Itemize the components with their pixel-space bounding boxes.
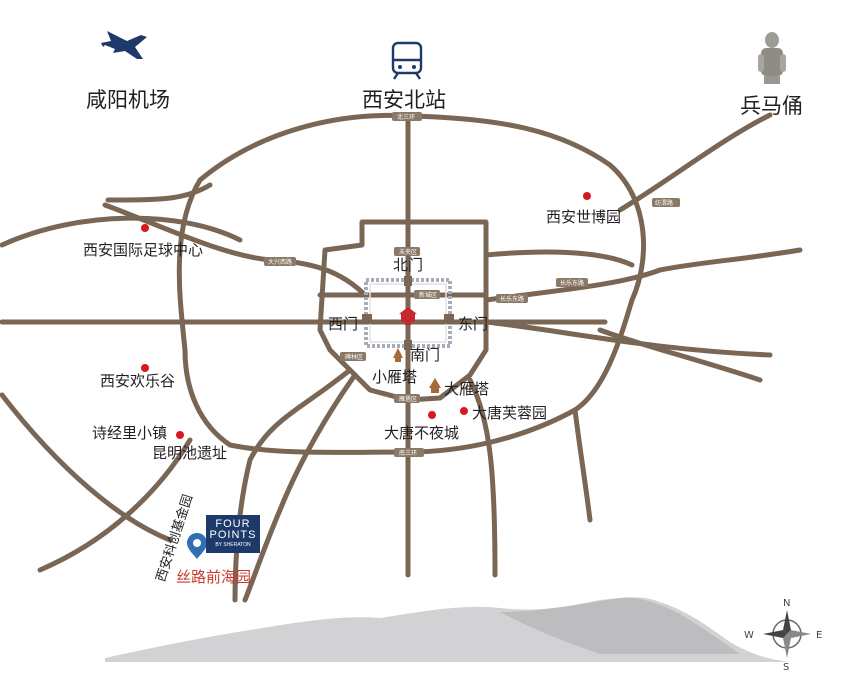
pagoda-icon-small-goose — [393, 348, 403, 362]
compass-e: E — [816, 630, 822, 641]
compass-s: S — [783, 662, 789, 673]
label-kunming-pool: 昆明池遗址 — [152, 444, 228, 462]
road-east-upper — [483, 247, 803, 303]
road-terracotta — [617, 112, 773, 213]
label-north-station: 西安北站 — [362, 88, 446, 112]
tag-fangyuan: 纺渭路 — [655, 199, 673, 207]
road-tags: 北三环 未央区 新城区 碑林区 雁塔区 南三环 长乐东路 长乐东路 大兴西路 纺… — [264, 112, 680, 457]
bell-tower-icon — [399, 307, 417, 325]
poi-dot-everbright — [428, 411, 436, 419]
road-south-east — [467, 377, 498, 578]
label-football-center: 西安国际足球中心 — [83, 241, 204, 259]
label-everbright-city: 大唐不夜城 — [384, 424, 460, 442]
road-south-west-1 — [242, 372, 358, 603]
road-southwest-long — [37, 437, 193, 573]
train-icon — [391, 41, 423, 80]
tag-weiyang: 未央区 — [399, 248, 417, 256]
label-south-gate: 南门 — [410, 346, 441, 364]
gate-marker-north — [404, 276, 412, 286]
road-west-arc — [0, 215, 243, 248]
hotel-logo-box: FOUR POINTS BY SHERATON — [206, 515, 260, 553]
airplane-icon — [101, 31, 147, 59]
road-west-bend — [0, 392, 173, 543]
poi-dot-furong — [460, 407, 468, 415]
mountain-shade — [500, 597, 740, 654]
tag-xincheng: 新城区 — [419, 291, 437, 299]
label-terracotta: 兵马俑 — [740, 94, 803, 118]
compass-n: N — [783, 598, 790, 609]
tag-yanta: 雁塔区 — [399, 395, 417, 403]
label-shijingli: 诗经里小镇 — [92, 424, 168, 442]
poi-dot-football — [141, 224, 149, 232]
road-east-curve — [597, 327, 763, 383]
road-southeast-2 — [572, 407, 593, 523]
tag-ring3-south: 南三环 — [399, 449, 417, 457]
label-airport: 咸阳机场 — [86, 88, 170, 112]
label-west-gate: 西门 — [328, 315, 359, 333]
hotel-pin-icon — [187, 533, 207, 559]
poi-dot-expo — [583, 192, 591, 200]
gate-marker-west — [362, 314, 372, 324]
tag-beilin: 碑林区 — [345, 353, 363, 361]
tag-daxing: 大兴西路 — [268, 258, 292, 266]
label-east-gate: 东门 — [458, 315, 489, 333]
road-northeast — [483, 249, 635, 268]
label-happy-valley: 西安欢乐谷 — [100, 372, 176, 390]
road-south-west-2 — [232, 367, 353, 603]
poi-dot-happy-valley — [141, 364, 149, 372]
tag-ring2-east: 长乐东路 — [500, 295, 524, 303]
tag-changle: 长乐东路 — [560, 279, 584, 287]
hotel-brand-sub: BY SHERATON — [215, 542, 251, 548]
terracotta-warrior-icon — [758, 32, 786, 84]
label-small-goose-pagoda: 小雁塔 — [372, 368, 418, 386]
label-hotel-location: 丝路前海园 — [176, 568, 252, 586]
compass-icon: N S E W — [744, 598, 822, 673]
compass-w: W — [744, 630, 754, 641]
road-east-lower — [483, 319, 773, 358]
label-north-gate: 北门 — [393, 256, 424, 274]
road-airport — [105, 182, 213, 203]
label-expo-garden: 西安世博园 — [546, 208, 622, 226]
hotel-brand-line2: POINTS — [209, 529, 257, 541]
tag-ring3-north: 北三环 — [397, 113, 415, 121]
hotel-brand-line1: FOUR — [215, 518, 251, 530]
label-big-goose-pagoda: 大雁塔 — [444, 380, 490, 398]
poi-dot-shijingli — [176, 431, 184, 439]
label-furong-garden: 大唐芙蓉园 — [472, 404, 548, 422]
gate-marker-south — [404, 340, 412, 350]
road-ring3 — [176, 113, 647, 455]
gate-marker-east — [444, 314, 454, 324]
pagoda-icon-big-goose — [429, 378, 441, 393]
